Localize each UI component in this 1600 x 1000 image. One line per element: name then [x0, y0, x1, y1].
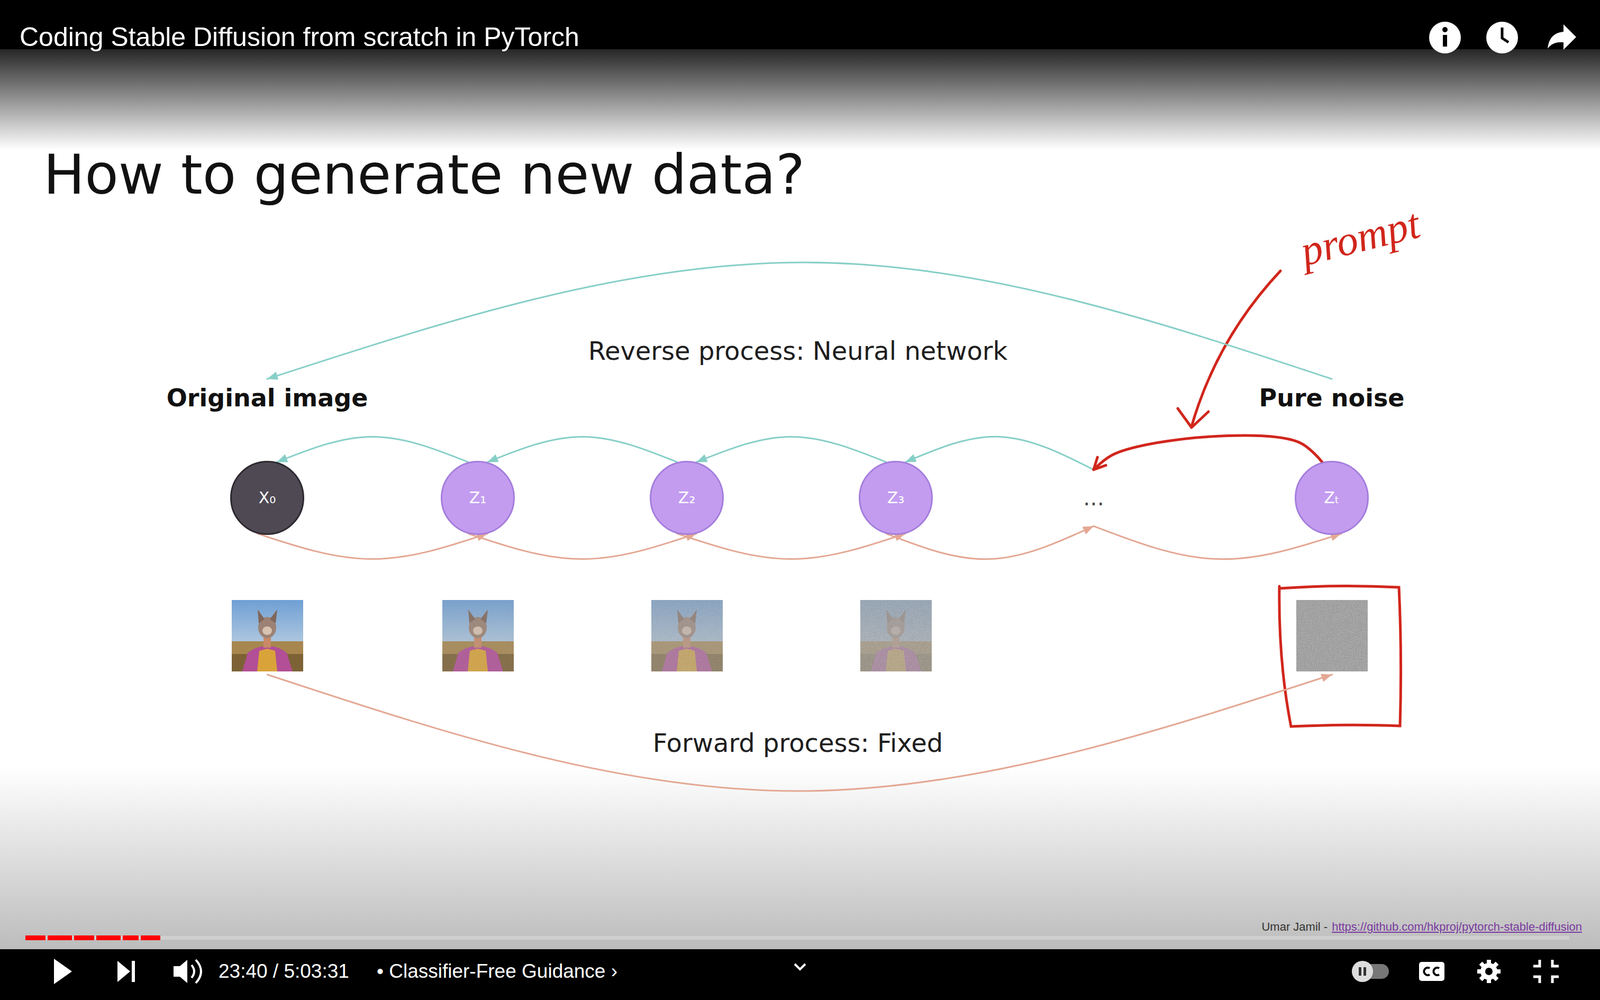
- ellipsis-node: …: [1076, 469, 1111, 527]
- info-icon: [1429, 21, 1461, 54]
- forward-step-arrow: [468, 533, 697, 560]
- progress-played: [25, 935, 161, 941]
- slide-title: How to generate new data?: [43, 142, 805, 208]
- image-thumbnail: [231, 600, 304, 672]
- image-thumbnail: [651, 600, 723, 672]
- settings-icon: [1477, 959, 1501, 984]
- reverse-step-arrow: [487, 436, 678, 462]
- image-thumbnail: [442, 600, 514, 672]
- author-credit: Umar Jamil -: [1261, 920, 1328, 934]
- node-heading: Original image: [166, 384, 369, 413]
- node-label: Zₜ: [1323, 488, 1340, 507]
- node-label: …: [1083, 485, 1105, 511]
- progress-track: [25, 935, 1570, 940]
- edge-label: Reverse process: Neural network: [588, 335, 1008, 366]
- forward-process-arrow: [267, 674, 1333, 792]
- slide-shade: [0, 767, 1600, 950]
- clock-icon: [1486, 21, 1518, 54]
- pure-noise-node: Pure noiseZₜ: [1294, 460, 1369, 535]
- original-image-node: Original imageX₀: [230, 460, 305, 535]
- top-shade: [0, 49, 1600, 150]
- forward-step-arrow: [257, 533, 488, 560]
- video-title: Coding Stable Diffusion from scratch in …: [19, 21, 580, 53]
- share-icon: [1547, 24, 1577, 50]
- forward-step-arrow: [1093, 525, 1342, 559]
- reverse-process-arrow: [267, 262, 1332, 379]
- noise-thumbnail: [1296, 600, 1368, 672]
- reverse-step-arrow: [276, 436, 469, 462]
- forward-step-arrow: [677, 533, 906, 560]
- annotation-box: [1279, 585, 1402, 727]
- autoplay-toggle: [1351, 960, 1389, 983]
- chevron-icon: [794, 964, 806, 970]
- exit-fullscreen-icon: [1533, 959, 1559, 984]
- reverse-step-arrow: [905, 436, 1094, 470]
- node-label: Z₃: [887, 488, 905, 507]
- reverse-step-arrow: [696, 436, 887, 462]
- time-display: 23:40 / 5:03:31: [218, 959, 350, 983]
- image-thumbnail: [860, 600, 932, 672]
- repo-link: https://github.com/hkproj/pytorch-stable…: [1331, 920, 1583, 934]
- latent-node: Z₂: [649, 460, 724, 535]
- node-heading: Pure noise: [1258, 384, 1405, 413]
- play-icon: [53, 958, 72, 985]
- annotation-arrowhead: [1177, 408, 1209, 428]
- node-label: Z₂: [678, 488, 696, 507]
- edge-label: Forward process: Fixed: [652, 728, 944, 758]
- node-label: Z₁: [469, 488, 487, 507]
- volume-icon: [173, 959, 202, 984]
- latent-node: Z₁: [440, 460, 515, 535]
- forward-step-arrow: [886, 525, 1094, 559]
- next-icon: [117, 960, 135, 983]
- latent-node: Z₃: [858, 460, 933, 535]
- captions-icon: [1419, 961, 1445, 981]
- control-bar: [0, 949, 1600, 1000]
- chapter-title: • Classifier-Free Guidance ›: [376, 959, 618, 983]
- hand-drawn-arrow: [1093, 435, 1323, 470]
- handwritten-note: prompt: [1295, 198, 1425, 277]
- node-label: X₀: [258, 488, 277, 507]
